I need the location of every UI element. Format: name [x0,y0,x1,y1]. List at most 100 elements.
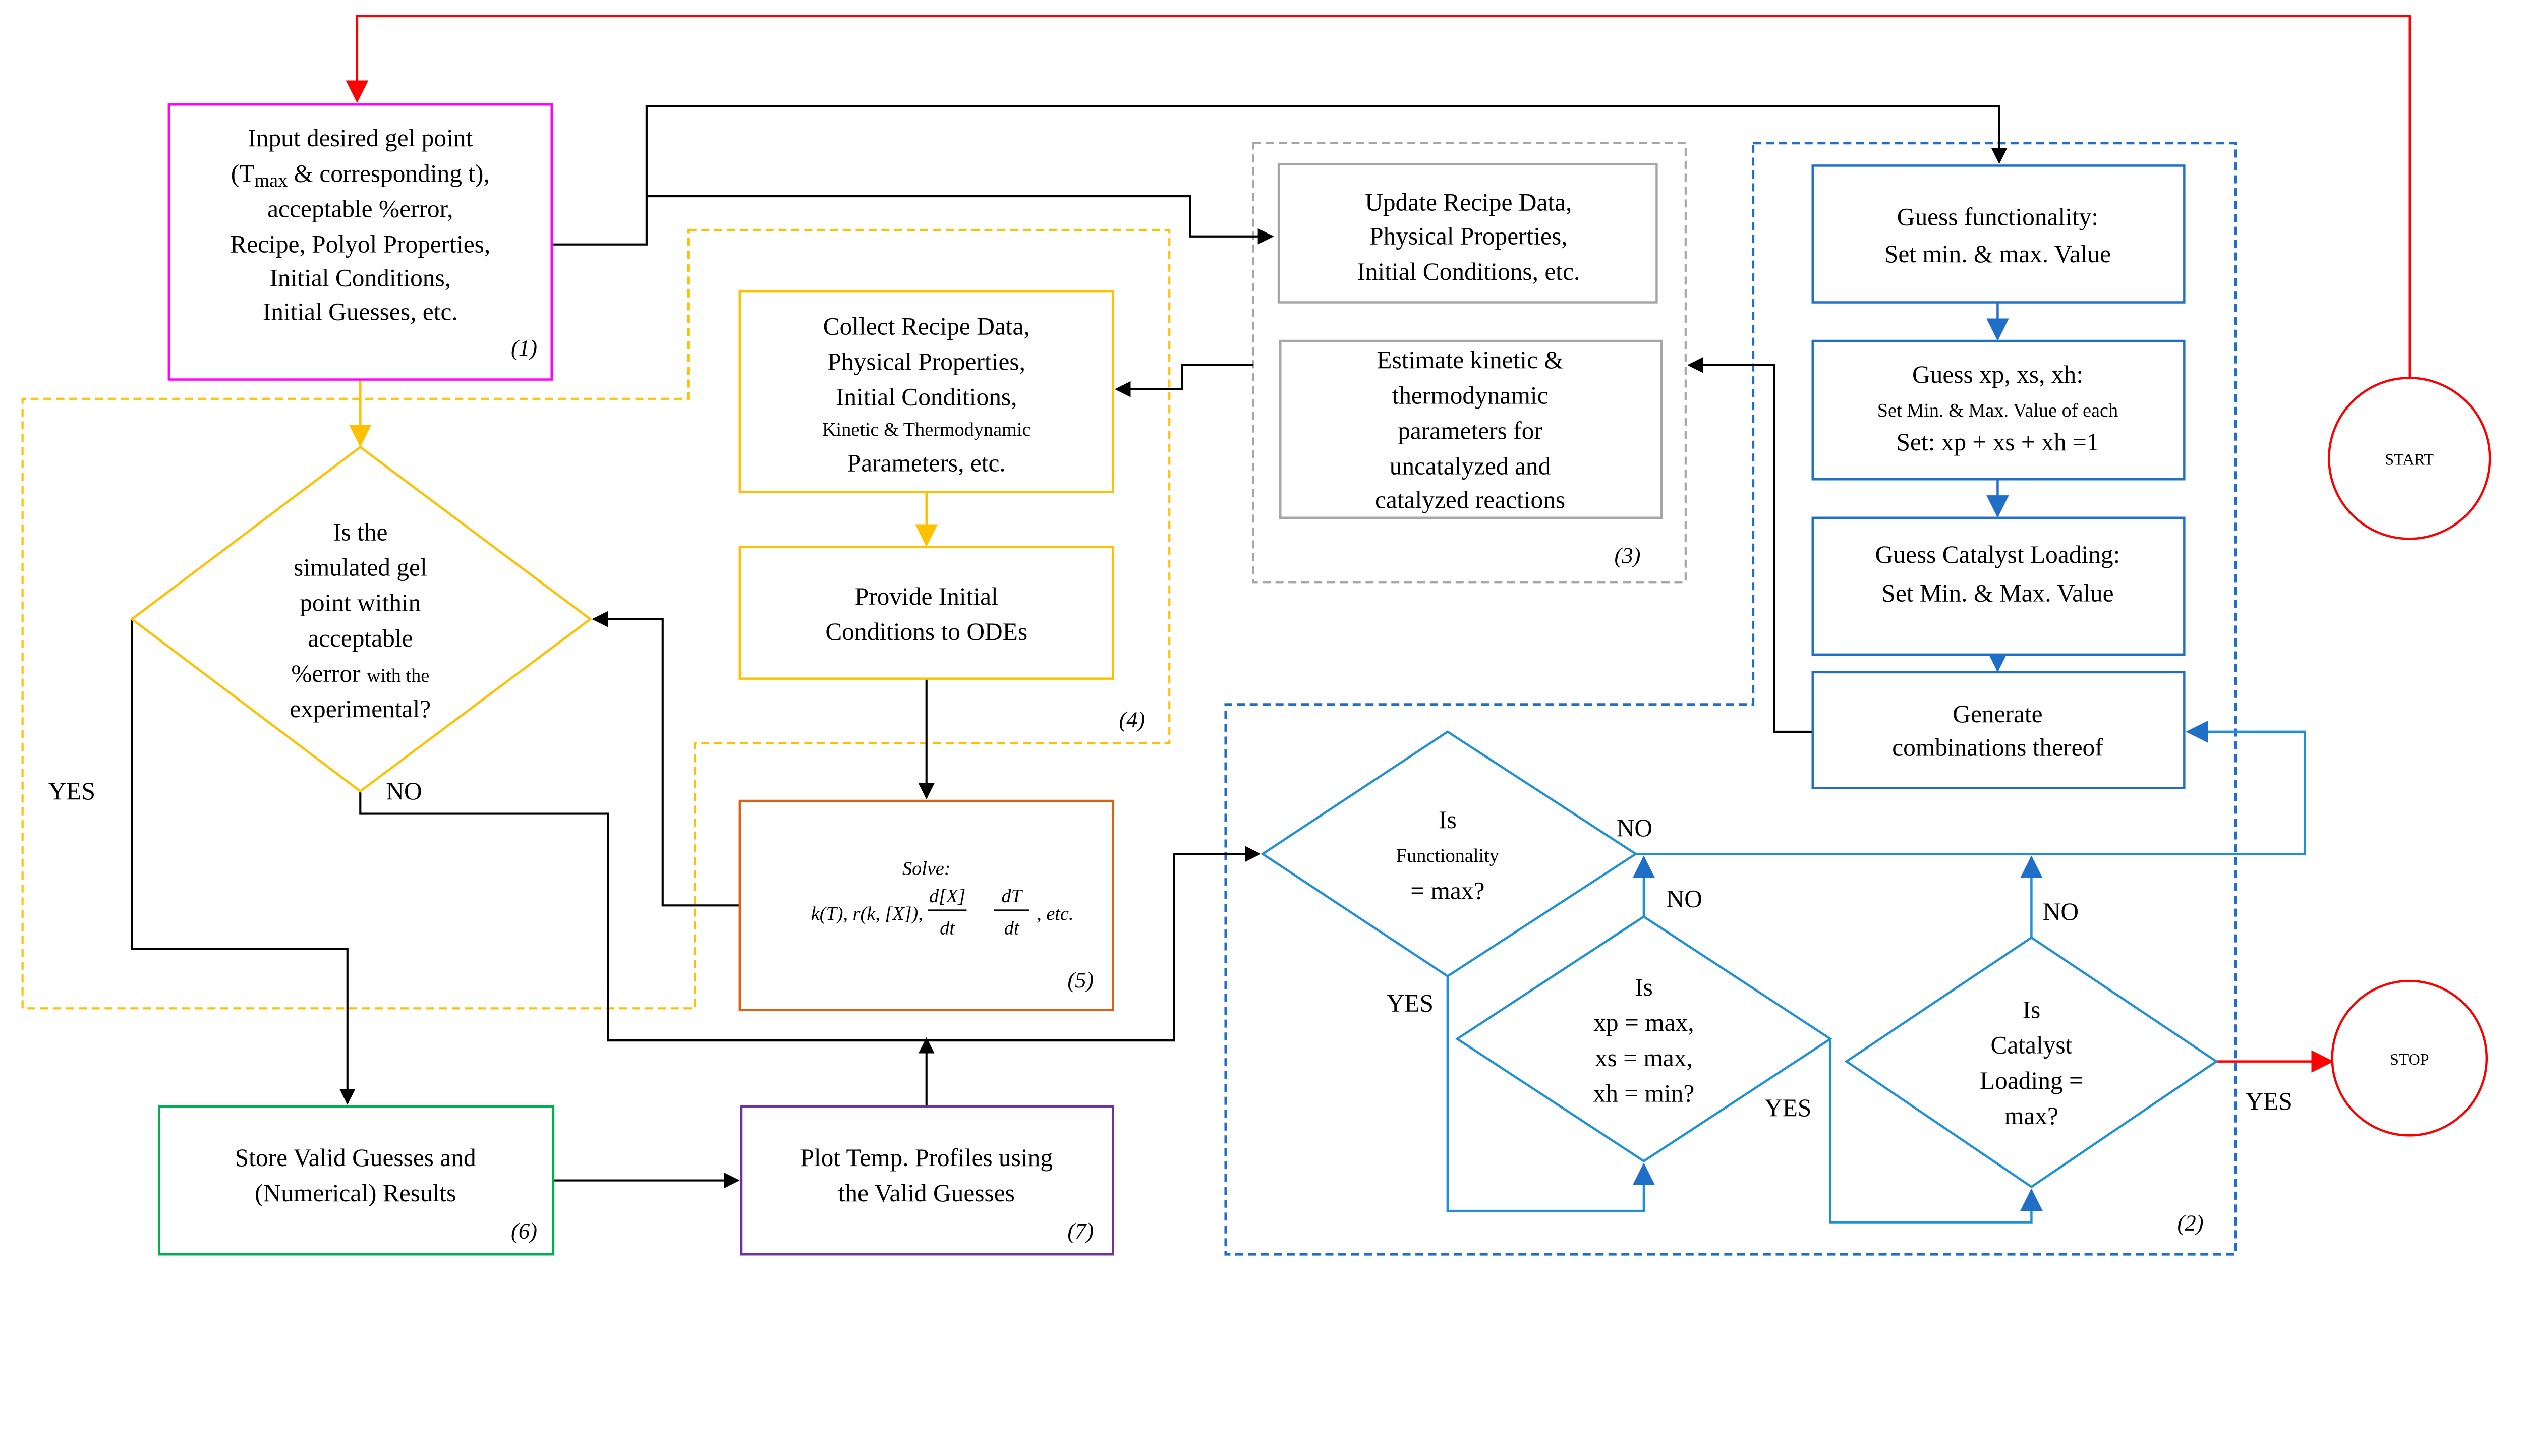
guess-catalyst-box: Guess Catalyst Loading: Set Min. & Max. … [1811,516,2186,656]
svg-text:Parameters, etc.: Parameters, etc. [847,449,1006,477]
svg-text:(1): (1) [511,335,537,361]
svg-text:Physical Properties,: Physical Properties, [828,347,1025,375]
stop-terminal: STOP [2331,979,2488,1137]
svg-text:(Numerical) Results: (Numerical) Results [255,1179,456,1207]
svg-text:d[X]: d[X] [929,886,965,907]
svg-text:%error with the: %error with the [291,660,429,687]
functionality-no-label: NO [1617,814,1652,842]
svg-text:combinations thereof: combinations thereof [1892,734,2103,762]
yes-to-store-arrow [131,619,356,1105]
svg-text:Initial Conditions, etc.: Initial Conditions, etc. [1357,258,1580,285]
svg-text:Update Recipe Data,: Update Recipe Data, [1365,189,1572,216]
svg-text:Plot Temp. Profiles using: Plot Temp. Profiles using [800,1144,1053,1172]
plot-profiles-box: Plot Temp. Profiles using the Valid Gues… [740,1105,1114,1256]
guess-x-box: Guess xp, xs, xh: Set Min. & Max. Value … [1811,339,2186,481]
group-2-number: (2) [2177,1210,2204,1235]
svg-text:(6): (6) [511,1218,537,1243]
generate-combinations-box: Generate combinations thereof [1811,671,2186,789]
svg-text:dT: dT [1002,886,1023,907]
svg-text:k(T), r(k, [X]),: k(T), r(k, [X]), [811,903,923,924]
svg-text:Initial Guesses, etc.: Initial Guesses, etc. [263,298,458,326]
group-3-outline [1251,142,1687,584]
svg-text:thermodynamic: thermodynamic [1392,381,1548,409]
solve-to-decision-arrow [592,611,740,907]
functionality-no-arrow [1635,720,2306,855]
functionality-decision: Is Functionality = max? [1260,730,1638,978]
start-terminal: START [2328,377,2491,540]
gel-yes-label: YES [48,777,95,805]
svg-text:Input desired gel point: Input desired gel point [248,124,473,152]
svg-text:Guess functionality:: Guess functionality: [1897,203,2098,230]
start-label: START [2385,451,2434,469]
svg-text:Estimate kinetic &: Estimate kinetic & [1377,346,1563,374]
svg-text:dt: dt [1004,918,1020,939]
x-no-label: NO [1667,885,1702,912]
catalyst-decision: Is Catalyst Loading = max? [1844,936,2219,1189]
input-box: Input desired gel point (Tmax & correspo… [167,103,553,381]
gel-no-label: NO [386,777,422,805]
functionality-yes-label: YES [1387,989,1434,1017]
svg-text:, etc.: , etc. [1037,903,1073,924]
svg-text:acceptable: acceptable [308,624,413,652]
svg-text:simulated gel: simulated gel [294,554,427,581]
input-to-update-arrow [646,195,1274,245]
svg-text:acceptable %error,: acceptable %error, [267,195,453,222]
provide-initial-conditions-box: Provide Initial Conditions to ODEs [738,545,1114,680]
svg-text:Set: xp + xs + xh =1: Set: xp + xs + xh =1 [1896,428,2099,456]
svg-text:parameters for: parameters for [1398,417,1542,445]
svg-text:Loading =: Loading = [1980,1067,2083,1094]
svg-text:Set Min. & Max. Value: Set Min. & Max. Value [1881,579,2113,607]
store-results-box: Store Valid Guesses and (Numerical) Resu… [158,1105,555,1256]
catalyst-no-label: NO [2043,898,2079,925]
svg-text:(5): (5) [1067,967,1094,993]
svg-text:Is the: Is the [333,518,387,546]
svg-text:Set Min. & Max. Value of each: Set Min. & Max. Value of each [1877,400,2118,421]
svg-text:experimental?: experimental? [290,695,431,723]
svg-text:Is: Is [1635,973,1653,1001]
svg-text:Functionality: Functionality [1396,845,1499,866]
svg-text:Store Valid Guesses and: Store Valid Guesses and [235,1144,476,1172]
svg-text:Generate: Generate [1953,700,2042,728]
svg-text:= max?: = max? [1410,877,1484,905]
solve-box: Solve: k(T), r(k, [X]), d[X] dt dT dt , … [738,799,1114,1011]
start-to-input-arrow [346,15,2411,378]
svg-text:Physical Properties,: Physical Properties, [1369,222,1567,250]
svg-text:Recipe, Polyol Properties,: Recipe, Polyol Properties, [230,230,490,258]
svg-text:Is: Is [1439,806,1457,834]
svg-text:Guess Catalyst Loading:: Guess Catalyst Loading: [1875,541,2120,568]
svg-text:max?: max? [2004,1102,2058,1130]
svg-text:(Tmax & corresponding t),: (Tmax & corresponding t), [231,159,490,191]
x-yes-arrow [1829,1038,2043,1224]
x-decision: Is xp = max, xs = max, xh = min? [1455,915,1832,1162]
stop-label: STOP [2390,1051,2429,1068]
update-recipe-box: Update Recipe Data, Physical Properties,… [1277,163,1658,304]
svg-text:Solve:: Solve: [902,858,951,880]
svg-text:the Valid Guesses: the Valid Guesses [838,1179,1015,1207]
catalyst-yes-label: YES [2246,1087,2292,1115]
svg-text:point within: point within [300,589,421,617]
svg-text:Kinetic & Thermodynamic: Kinetic & Thermodynamic [822,419,1031,440]
svg-text:Catalyst: Catalyst [1990,1031,2072,1059]
svg-text:Initial Conditions,: Initial Conditions, [269,264,451,292]
guess-functionality-box: Guess functionality: Set min. & max. Val… [1811,164,2186,304]
svg-text:xp = max,: xp = max, [1593,1009,1694,1036]
gel-point-decision: Is the simulated gel point within accept… [130,445,593,793]
svg-text:Collect Recipe Data,: Collect Recipe Data, [823,312,1030,340]
svg-text:Set min. & max. Value: Set min. & max. Value [1884,240,2111,268]
svg-text:(7): (7) [1067,1218,1094,1243]
estimate-to-collect-arrow [1114,364,1253,397]
estimate-parameters-box: Estimate kinetic & thermodynamic paramet… [1279,339,1663,519]
group-2-outline [1224,142,2237,1256]
flowchart: Input desired gel point (Tmax & correspo… [21,15,2491,1256]
x-yes-label: YES [1764,1094,1811,1122]
svg-text:Is: Is [2023,996,2041,1023]
svg-text:Initial Conditions,: Initial Conditions, [836,383,1017,411]
input-to-guess-functionality-arrow [551,105,2008,246]
svg-text:xs = max,: xs = max, [1595,1044,1693,1072]
svg-text:Guess xp, xs, xh:: Guess xp, xs, xh: [1912,361,2083,388]
generate-to-estimate-arrow [1687,357,1813,733]
svg-text:Conditions to ODEs: Conditions to ODEs [825,618,1027,646]
svg-text:catalyzed reactions: catalyzed reactions [1375,486,1565,514]
svg-text:dt: dt [940,918,955,939]
svg-text:xh = min?: xh = min? [1593,1079,1695,1107]
